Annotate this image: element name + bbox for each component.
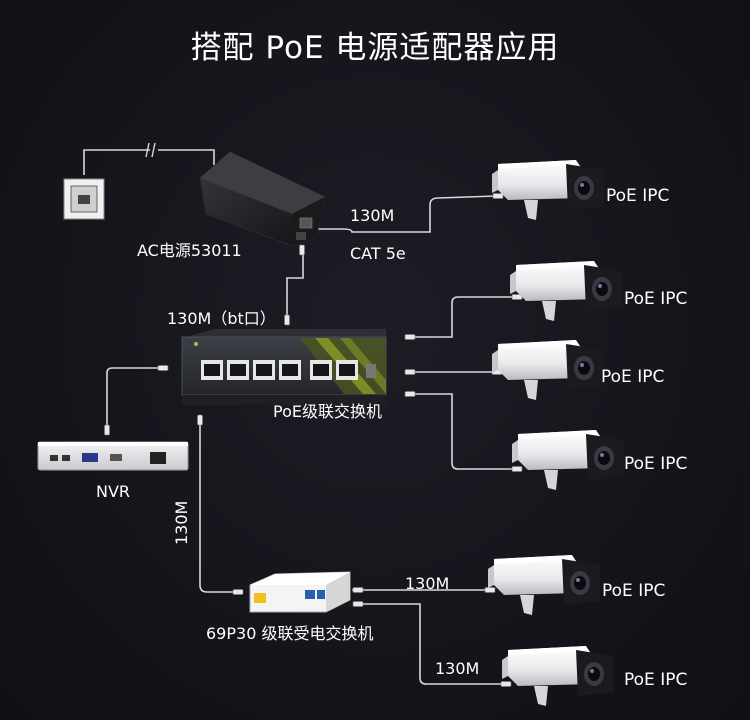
camera-label-4: PoE IPC bbox=[624, 454, 688, 474]
receiver-switch-label: 69P30 级联受电交换机 bbox=[206, 624, 374, 643]
ipc-camera-5 bbox=[488, 555, 600, 615]
camera-label-3: PoE IPC bbox=[601, 367, 665, 387]
poe-cascade-switch bbox=[181, 329, 387, 405]
ipc-camera-6 bbox=[502, 646, 614, 706]
nvr-recorder bbox=[37, 441, 189, 471]
length-label-vertical: 130M bbox=[172, 500, 191, 545]
poe-adapter bbox=[199, 151, 326, 247]
ipc-camera-2 bbox=[510, 261, 622, 321]
length-bt-port-label: 130M（bt口） bbox=[167, 309, 276, 328]
nvr-label: NVR bbox=[96, 482, 131, 501]
length-label-adapter-camera: 130M bbox=[350, 206, 395, 225]
poe-switch-label: PoE级联交换机 bbox=[273, 402, 382, 421]
cable-lines bbox=[83, 149, 520, 685]
ipc-camera-4 bbox=[512, 430, 624, 490]
poe-receiver-switch bbox=[249, 571, 351, 613]
line-break-marker bbox=[145, 142, 156, 158]
ipc-camera-3 bbox=[492, 340, 604, 400]
camera-label-5: PoE IPC bbox=[602, 581, 666, 601]
cable-type-label: CAT 5e bbox=[350, 244, 406, 263]
length-label-receiver-camera-2: 130M bbox=[435, 659, 480, 678]
page-title: 搭配 PoE 电源适配器应用 bbox=[190, 30, 560, 66]
camera-label-6: PoE IPC bbox=[624, 670, 688, 690]
ac-power-label: AC电源53011 bbox=[137, 241, 242, 260]
cable-plugs bbox=[104, 193, 523, 687]
wall-socket bbox=[63, 178, 105, 220]
length-label-receiver-camera-1: 130M bbox=[405, 574, 450, 593]
camera-label-2: PoE IPC bbox=[624, 289, 688, 309]
camera-label-1: PoE IPC bbox=[606, 186, 670, 206]
ipc-camera-1 bbox=[492, 160, 604, 220]
